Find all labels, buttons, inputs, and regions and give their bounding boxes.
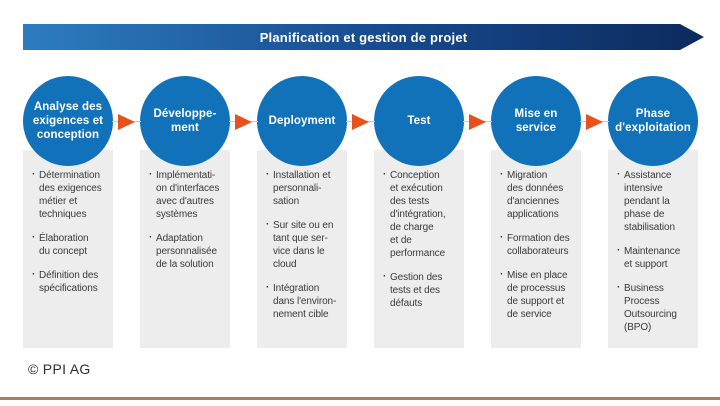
stage-circle: Analyse des exigences et conception [23,76,113,166]
stage-title: Phase d'exploitation [615,108,691,134]
arrow-right-icon [469,114,486,130]
stage-test: Conception et exécution des tests d'inté… [374,0,464,406]
arrow-right-icon [352,114,369,130]
bullet-item: Mise en place de processus de support et… [500,268,578,321]
stage-title: Deployment [268,115,336,127]
stage-panel: Migration des données d'anciennes applic… [491,150,581,348]
stage-developpement: Implémentati- on d'interfaces avec d'aut… [140,0,230,406]
arrow-right-icon [235,114,252,130]
bullet-item: Migration des données d'anciennes applic… [500,168,578,221]
flow-arrow [580,114,609,130]
stage-title: Test [407,115,431,127]
bullet-item: Définition des spécifications [32,268,110,295]
flow-arrow [463,114,492,130]
stage-circle: Phase d'exploitation [608,76,698,166]
stage-circle: Développe- ment [140,76,230,166]
stage-exploitation: Assistance intensive pendant la phase de… [608,0,698,406]
flow-arrow [229,114,258,130]
stage-title: Mise en service [514,108,558,134]
bullet-item: Détermination des exigences métier et te… [32,168,110,221]
bottom-divider [0,397,720,400]
stage-mise-en-service: Migration des données d'anciennes applic… [491,0,581,406]
bullet-item: Installation et personnali- sation [266,168,344,208]
stage-deployment: Installation et personnali- sation Sur s… [257,0,347,406]
bullet-item: Maintenance et support [617,244,695,271]
bullet-item: Assistance intensive pendant la phase de… [617,168,695,234]
flow-arrow [346,114,375,130]
arrow-right-icon [586,114,603,130]
bullet-item: Adaptation personnalisée de la solution [149,231,227,271]
bullet-item: Intégration dans l'environ- nement cible [266,281,344,321]
stage-title: Développe- ment [153,108,217,134]
bullet-item: Conception et exécution des tests d'inté… [383,168,461,260]
flow-arrow [112,114,141,130]
bullet-item: Implémentati- on d'interfaces avec d'aut… [149,168,227,221]
stage-panel: Détermination des exigences métier et te… [23,150,113,348]
bullet-item: Business Process Outsourcing (BPO) [617,281,695,334]
stage-title: Analyse des exigences et conception [32,101,104,141]
stage-circle: Test [374,76,464,166]
stage-panel: Installation et personnali- sation Sur s… [257,150,347,348]
bullet-item: Formation des collaborateurs [500,231,578,258]
bullet-item: Sur site ou en tant que ser- vice dans l… [266,218,344,271]
project-management-banner: Planification et gestion de projet [23,24,704,50]
stage-circle: Mise en service [491,76,581,166]
bullet-item: Gestion des tests et des défauts [383,270,461,310]
stage-panel: Assistance intensive pendant la phase de… [608,150,698,348]
banner-label: Planification et gestion de projet [259,29,468,45]
copyright-label: © PPI AG [28,361,91,377]
stage-panel: Implémentati- on d'interfaces avec d'aut… [140,150,230,348]
stage-panel: Conception et exécution des tests d'inté… [374,150,464,348]
bullet-item: Élaboration du concept [32,231,110,258]
arrow-right-icon [118,114,135,130]
stage-analyse-conception: Détermination des exigences métier et te… [23,0,113,406]
stage-circle: Deployment [257,76,347,166]
